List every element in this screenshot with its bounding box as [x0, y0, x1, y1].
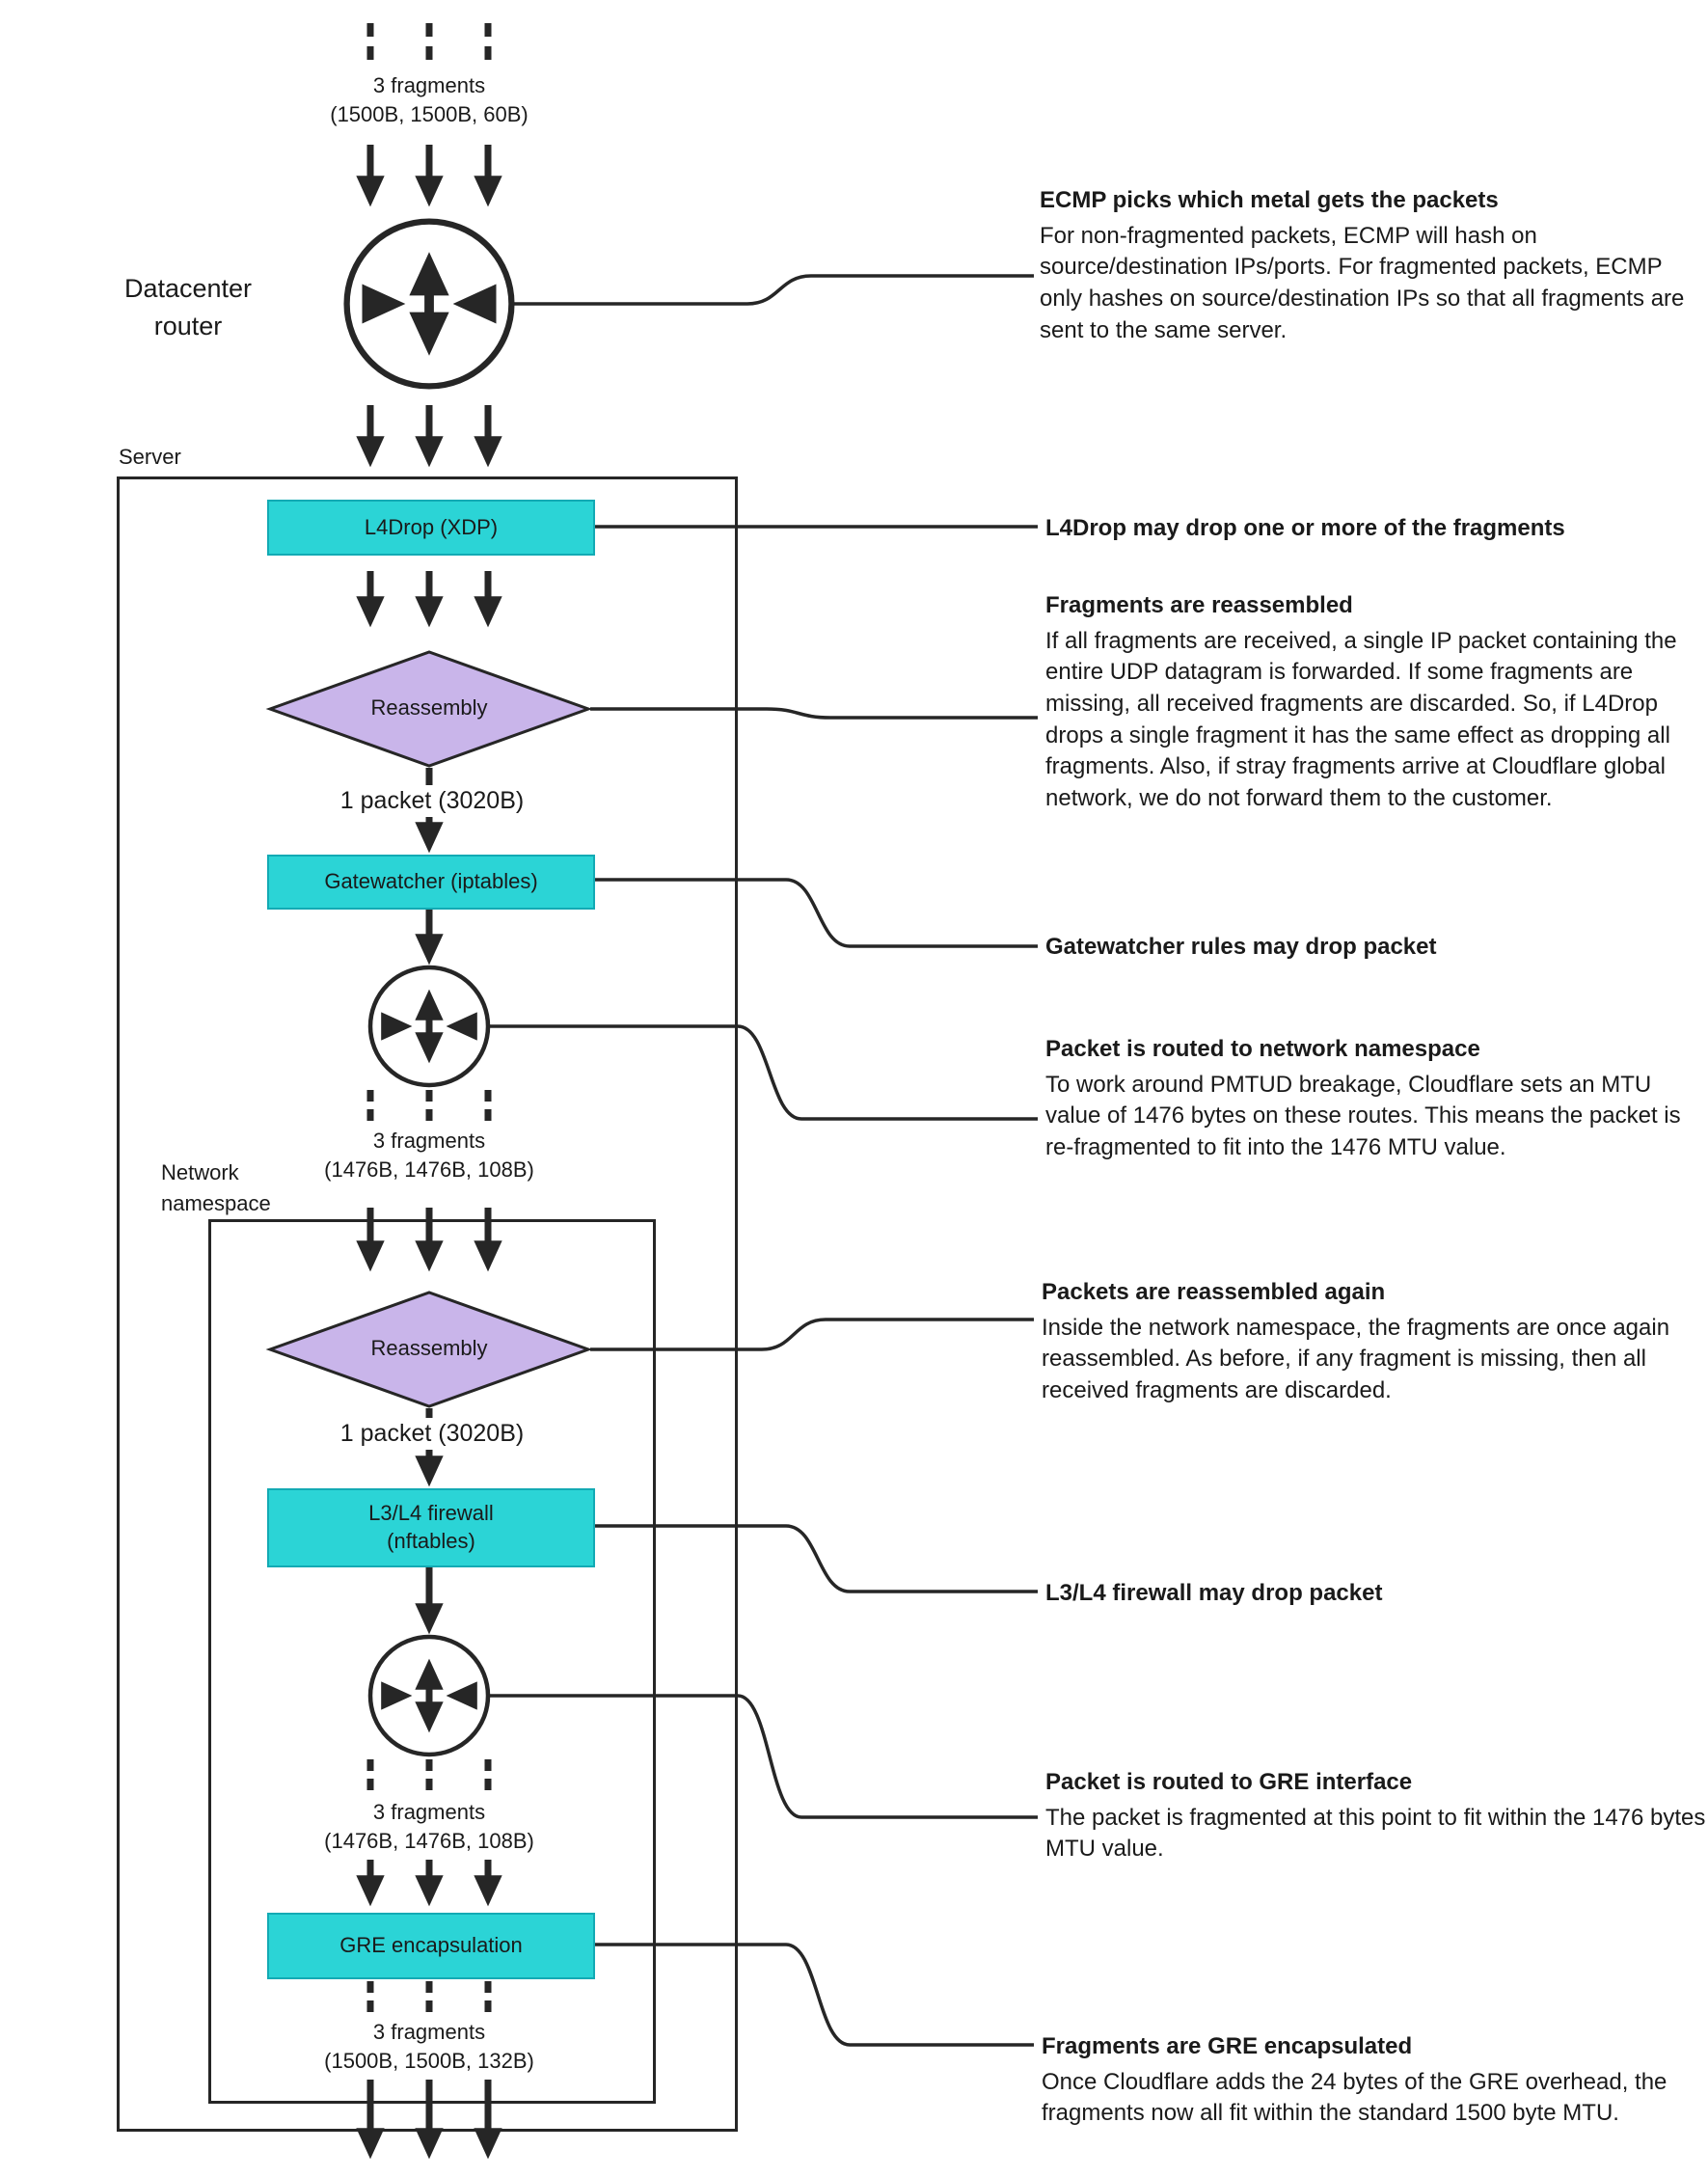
server-label: Server [119, 445, 181, 469]
annotation-firewall: L3/L4 firewall may drop packet [1045, 1580, 1383, 1606]
annotation-namespace-route: Packet is routed to network namespace To… [1045, 1036, 1681, 1160]
reassembly2-label: Reassembly [370, 1336, 488, 1360]
annotation-gatewatcher: Gatewatcher rules may drop packet [1045, 934, 1437, 960]
annotation-ecmp: ECMP picks which metal gets the packets … [1040, 187, 1685, 343]
annotation-connectors [490, 274, 1038, 2047]
network-namespace-label: Network namespace [161, 1160, 271, 1215]
l4drop-box: L4Drop (XDP) [267, 500, 595, 556]
fragment-label-top: 3 fragments (1500B, 1500B, 60B) [330, 73, 529, 127]
gatewatcher-box: Gatewatcher (iptables) [267, 855, 595, 910]
fragment-label-post-gre: 3 fragments (1500B, 1500B, 132B) [324, 2020, 534, 2074]
l3l4-firewall-box: L3/L4 firewall (nftables) [267, 1488, 595, 1567]
arrows-into-gre [356, 1860, 502, 1907]
annotation-reassembly2: Packets are reassembled again Inside the… [1042, 1279, 1670, 1403]
annotation-gre-encap: Fragments are GRE encapsulated Once Clou… [1042, 2033, 1667, 2127]
packet-label-2: 1 packet (3020B) [282, 1418, 583, 1450]
dashed-fragment-marks-2 [366, 1759, 492, 1790]
server-box [117, 476, 738, 2132]
arrows-into-namespace [356, 1208, 502, 1272]
gre-encapsulation-box: GRE encapsulation [267, 1913, 595, 1979]
arrows-into-server [356, 405, 502, 468]
reassembly1-diamond [265, 650, 593, 768]
datacenter-router-label: Datacenter router [123, 274, 253, 341]
exit-arrows [356, 2080, 502, 2160]
top-dashed-fragment-lines [366, 23, 492, 60]
annotation-gre-route: Packet is routed to GRE interface The pa… [1045, 1769, 1706, 1863]
annotation-reassembly1: Fragments are reassembled If all fragmen… [1045, 592, 1677, 811]
fragment-label-mid: 3 fragments (1476B, 1476B, 108B) [324, 1129, 534, 1183]
arrows-into-router [356, 145, 502, 207]
reassembly1-label: Reassembly [370, 695, 488, 720]
packet-label-1: 1 packet (3020B) [282, 785, 583, 817]
network-namespace-box [208, 1219, 656, 2104]
fragment-label-pre-gre: 3 fragments (1476B, 1476B, 108B) [324, 1800, 534, 1854]
annotation-l4drop: L4Drop may drop one or more of the fragm… [1045, 515, 1565, 541]
reassembly2-diamond [265, 1291, 593, 1408]
dashed-fragment-marks-3 [366, 1981, 492, 2012]
arrows-l4drop-to-reassembly [356, 571, 502, 628]
datacenter-router-icon [347, 222, 512, 387]
dashed-fragment-marks-1 [366, 1090, 492, 1121]
